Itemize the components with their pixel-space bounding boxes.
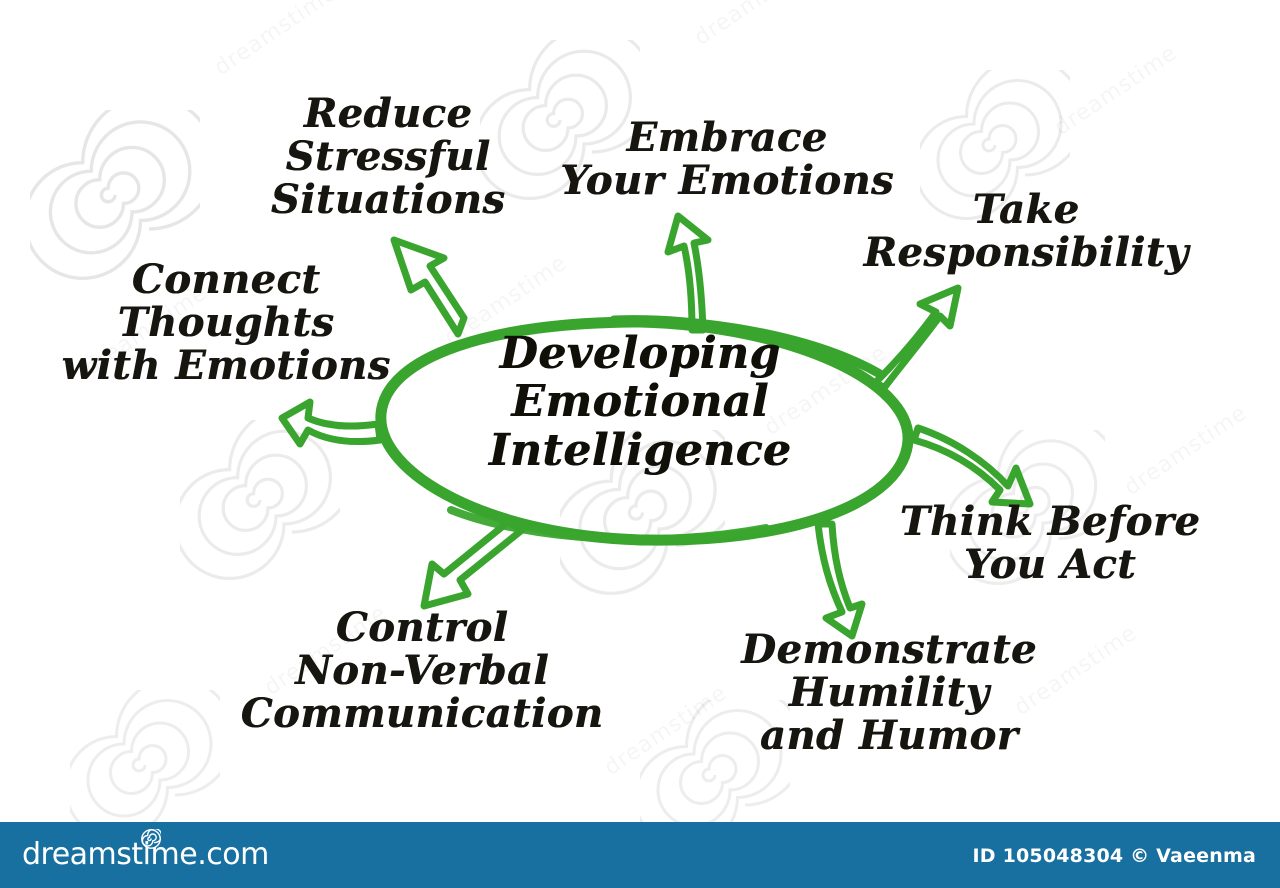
- dreamstime-spiral-icon: [141, 829, 161, 849]
- dreamstime-logo-text: dreamstime.com: [22, 837, 269, 872]
- node-label-demonstrate-humility-humor: Demonstrate Humility and Humor: [741, 626, 1037, 760]
- node-label-connect-thoughts-emotions: Connect Thoughts with Emotions: [61, 256, 391, 390]
- arrow-to-connect-thoughts-emotions: [278, 398, 384, 448]
- node-label-control-nonverbal-communication: Control Non-Verbal Communication: [240, 604, 604, 738]
- center-node-label: Developing Emotional Intelligence: [488, 328, 792, 476]
- arrow-to-think-before-you-act: [910, 424, 1034, 508]
- dreamstime-logo[interactable]: dreamstime.com: [22, 829, 269, 872]
- arrow-to-reduce-stressful-situations: [390, 236, 468, 338]
- stock-photo-footer-bar: dreamstime.com ID 105048304 © Vaeenma: [0, 822, 1280, 888]
- node-label-reduce-stressful-situations: Reduce Stressful Situations: [270, 90, 506, 224]
- node-label-embrace-your-emotions: Embrace Your Emotions: [560, 114, 894, 205]
- image-id-credit: ID 105048304 © Vaeenma: [972, 845, 1256, 867]
- arrow-to-take-responsibility: [872, 284, 962, 392]
- node-label-think-before-you-act: Think Before You Act: [899, 498, 1201, 589]
- arrow-to-control-nonverbal-communication: [420, 518, 526, 610]
- arrow-to-embrace-your-emotions: [664, 212, 712, 334]
- arrow-to-demonstrate-humility-humor: [814, 520, 866, 640]
- node-label-take-responsibility: Take Responsibility: [863, 186, 1189, 277]
